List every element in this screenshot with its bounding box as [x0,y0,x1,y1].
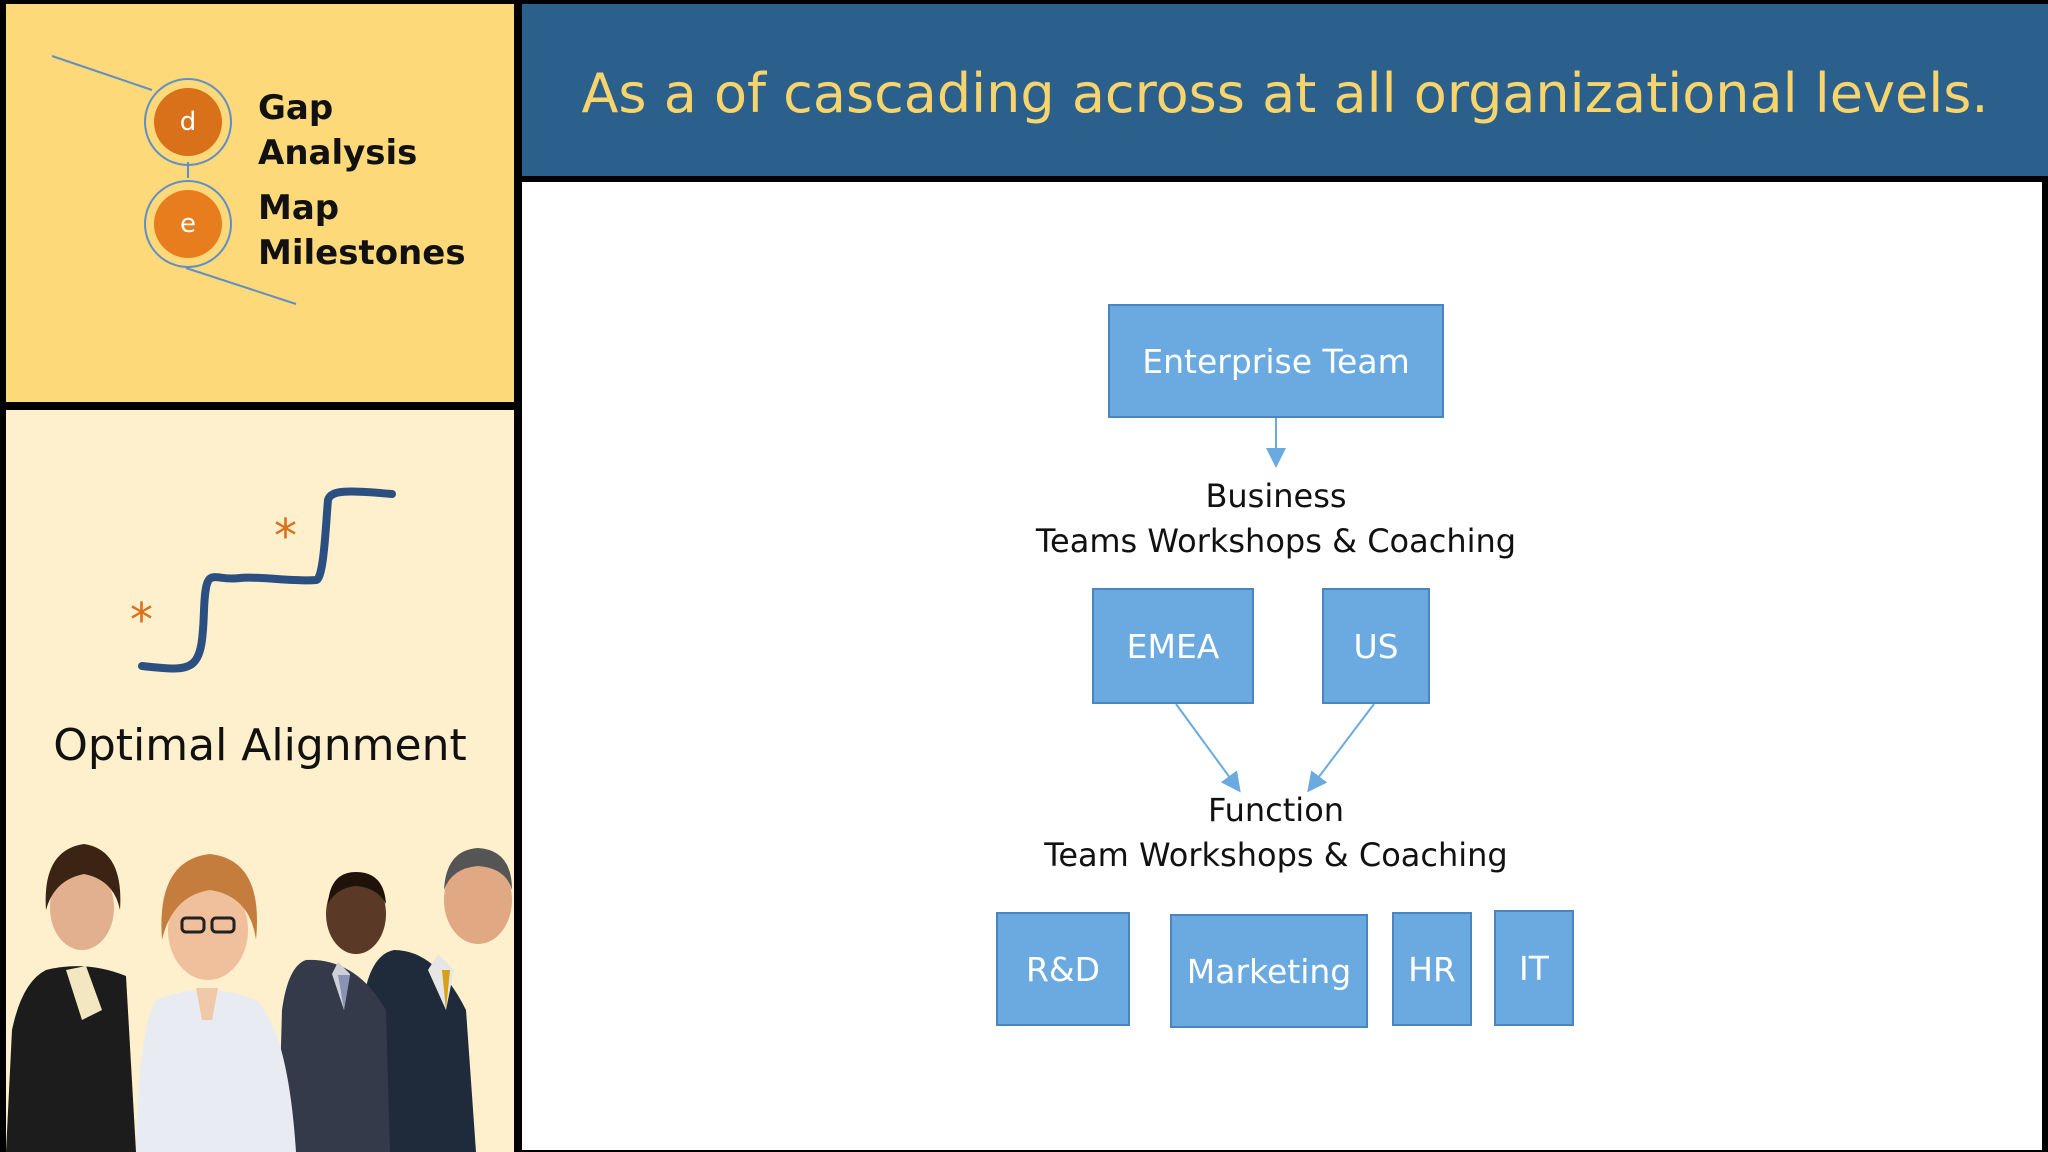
alignment-panel: * * Optimal Alignment [6,410,514,1152]
business-label-line1: Business [1205,477,1347,515]
region-box-us: US [1322,588,1430,704]
step-d-label-line1: Gap [258,88,334,128]
person-1 [6,844,136,1152]
asterisk-icon: * [130,593,153,647]
optimal-alignment-title: Optimal Alignment [53,720,467,771]
region-box-emea: EMEA [1092,588,1254,704]
function-label-line2: Team Workshops & Coaching [1044,836,1508,874]
diagram-arrows [1175,418,1375,793]
step-e-marker: e [144,180,232,268]
person-2 [136,854,296,1152]
step-d-label-line2: Analysis [258,133,418,173]
enterprise-team-box: Enterprise Team [1108,304,1444,418]
step-e-label-line2: Milestones [258,233,466,273]
person-3 [278,872,390,1152]
business-level-label: Business Teams Workshops & Coaching [976,474,1576,564]
function-box-rnd: R&D [996,912,1130,1026]
slide-header: As a of cascading across at all organiza… [522,4,2048,176]
step-d-marker: d [144,78,232,166]
business-label-line2: Teams Workshops & Coaching [1035,522,1517,560]
business-team-photo [6,844,512,1152]
step-e-label-line1: Map [258,188,340,228]
function-box-hr: HR [1392,912,1472,1026]
alignment-curve-icon: * * [130,487,396,673]
cascade-diagram: Enterprise Team Business Teams Workshops… [522,182,2042,1150]
step-d-label: Gap Analysis [258,86,417,176]
function-label-line1: Function [1207,791,1345,829]
function-level-label: Function Team Workshops & Coaching [976,788,1576,878]
steps-panel: d Gap Analysis e Map Milestones [6,4,514,402]
arrow-emea-to-function [1175,703,1241,793]
asterisk-icon: * [274,509,297,563]
step-e-label: Map Milestones [258,186,466,276]
step-e-badge: e [154,190,222,258]
arrow-us-to-function [1307,703,1375,793]
function-box-marketing: Marketing [1170,914,1368,1028]
step-d-badge: d [154,88,222,156]
function-box-it: IT [1494,910,1574,1026]
slide-title: As a of cascading across at all organiza… [581,62,1989,125]
